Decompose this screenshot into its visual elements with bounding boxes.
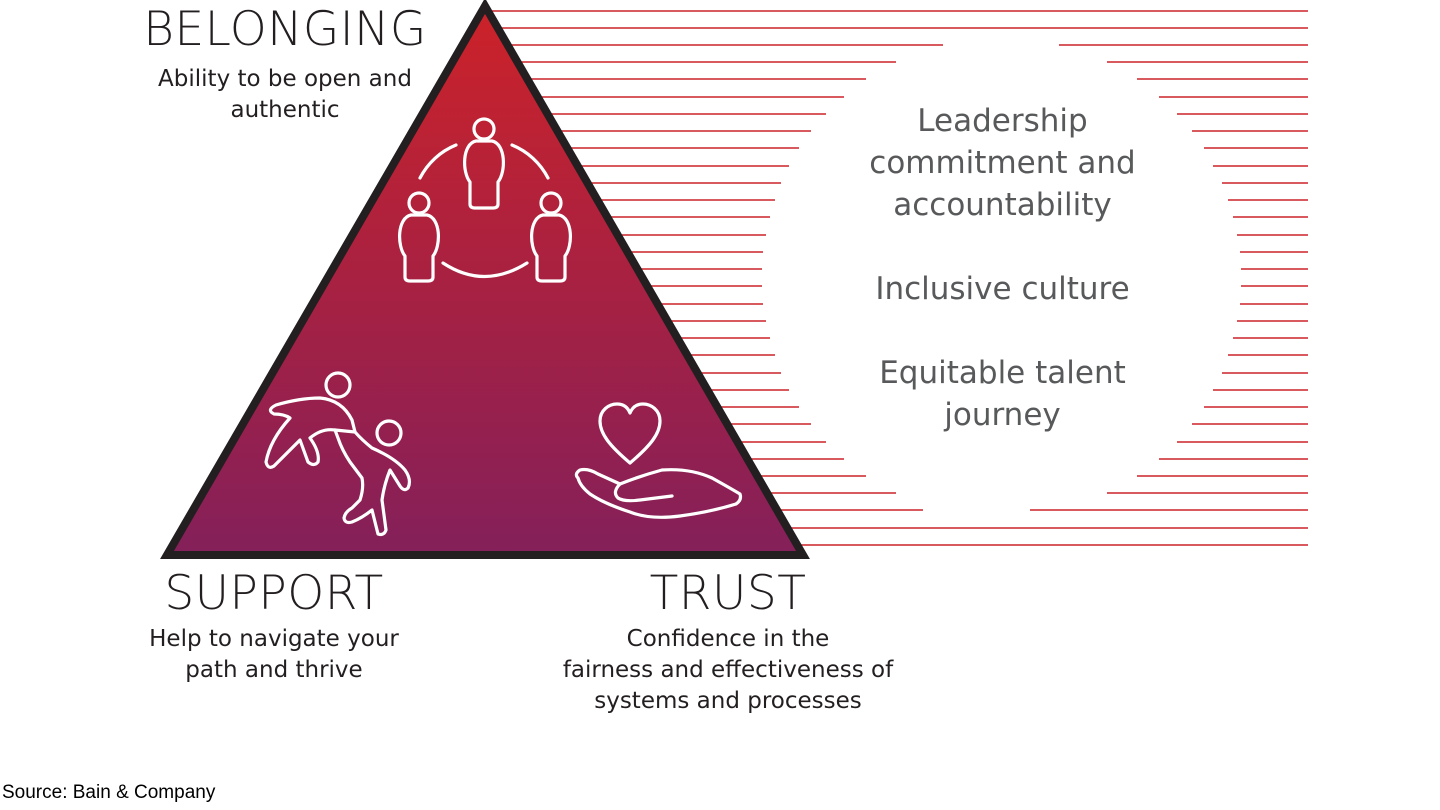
trust-label: TRUST Confidence in the fairness and eff… bbox=[528, 566, 928, 717]
trust-desc-line: fairness and effectiveness of bbox=[562, 657, 894, 683]
pillar-equitable-talent: Equitable talent journey bbox=[830, 352, 1175, 436]
trust-desc-line: systems and processes bbox=[594, 688, 862, 714]
heart-in-hand-icon bbox=[574, 402, 743, 519]
support-label: SUPPORT Help to navigate your path and t… bbox=[99, 566, 449, 686]
belonging-description: Ability to be open and authentic bbox=[110, 64, 460, 126]
triangle-shape bbox=[160, 0, 810, 559]
support-title: SUPPORT bbox=[164, 566, 384, 621]
people-circle-icon bbox=[398, 117, 572, 283]
trust-desc-line: Confidence in the bbox=[626, 626, 830, 652]
support-desc-line: Help to navigate your bbox=[149, 626, 399, 652]
belonging-title: BELONGING bbox=[143, 2, 427, 57]
support-desc-line: path and thrive bbox=[185, 657, 363, 683]
belonging-desc-line: Ability to be open and bbox=[158, 66, 412, 92]
pillar-text: commitment and bbox=[869, 145, 1136, 181]
trust-title: TRUST bbox=[649, 566, 807, 621]
pillars-list: Leadership commitment and accountability… bbox=[830, 100, 1175, 436]
striped-lines-background bbox=[485, 10, 1308, 546]
pillar-inclusive-culture: Inclusive culture bbox=[830, 268, 1175, 310]
trust-description: Confidence in the fairness and effective… bbox=[528, 624, 928, 717]
pillar-text: accountability bbox=[893, 187, 1112, 223]
source-note: Source: Bain & Company bbox=[2, 782, 216, 803]
pillar-leadership: Leadership commitment and accountability bbox=[830, 100, 1175, 226]
pillar-text: journey bbox=[944, 397, 1061, 433]
pillar-text: Equitable talent bbox=[879, 355, 1126, 391]
belonging-desc-line: authentic bbox=[230, 97, 340, 123]
helping-hand-people-icon bbox=[264, 371, 412, 537]
belonging-label: BELONGING Ability to be open and authent… bbox=[110, 2, 460, 126]
support-description: Help to navigate your path and thrive bbox=[99, 624, 449, 686]
pillar-text: Leadership bbox=[917, 103, 1088, 139]
pillar-text: Inclusive culture bbox=[875, 271, 1130, 307]
